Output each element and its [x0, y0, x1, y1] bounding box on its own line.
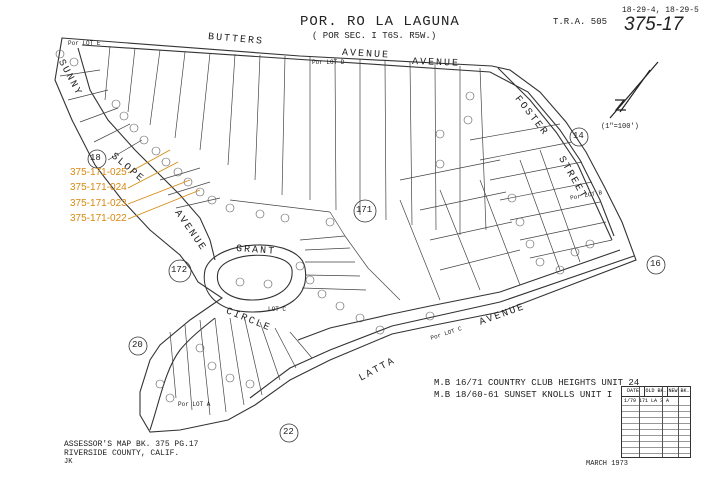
parcel-label-023: 375-171-023 [70, 198, 127, 209]
circled-number-172: 172 [171, 265, 188, 275]
lot-label-a: Por LOT A [178, 401, 211, 408]
street-avenue-east: AVENUE [411, 57, 461, 70]
revision-col-new: NEW BK. [668, 388, 690, 394]
circled-number-171: 171 [356, 205, 373, 215]
latta-avenue-south-line [249, 255, 635, 399]
revision-col-date: DATE [622, 387, 645, 396]
index-numbers: 18-29-4, 18-29-5 [622, 6, 699, 15]
subdivision-line-2: M.B 18/60-61 SUNSET KNOLLS UNIT I [434, 390, 613, 400]
map-title: POR. RO LA LAGUNA [300, 14, 460, 30]
footer-initials: JK [64, 458, 73, 466]
revision-table-header: DATE OLD BK. NEW BK. [622, 387, 690, 397]
parcel-label-024: 375-171-024 [70, 182, 127, 193]
north-arrow [609, 61, 659, 119]
parcel-leader-lines [127, 149, 201, 220]
revision-col-old: OLD BK. [645, 387, 668, 396]
circled-number-22: 22 [283, 427, 294, 437]
map-date: MARCH 1973 [586, 460, 629, 468]
butters-avenue-south-line [81, 44, 615, 237]
grant-circle-inner [216, 254, 293, 301]
scale-label: (1"=100') [601, 123, 639, 131]
footer-county: RIVERSIDE COUNTY, CALIF. [64, 449, 180, 458]
southwest-road [149, 317, 216, 431]
footer-assessor-map: ASSESSOR'S MAP BK. 375 PG.17 [64, 440, 199, 449]
foster-street-line [497, 67, 613, 241]
parcel-label-022: 375-171-022 [70, 213, 127, 224]
map-subtitle: ( POR SEC. I T6S. R5W.) [312, 31, 437, 41]
circled-number-20: 20 [132, 340, 143, 350]
book-page-number: 375-17 [624, 14, 684, 35]
subdivision-line-1: M.B 16/71 COUNTRY CLUB HEIGHTS UNIT 24 [434, 378, 640, 388]
lot-label-e: Por LOT E [68, 40, 101, 47]
parcel-label-025: 375-171-025 [70, 167, 127, 178]
revision-table-grid [622, 405, 690, 457]
grant-circle-outer [203, 244, 307, 313]
circled-number-16: 16 [650, 259, 661, 269]
map-outer-boundary [54, 37, 637, 433]
lot-label-c-circle: LOT C [268, 306, 287, 313]
tra-label: T.R.A. 505 [553, 17, 608, 27]
sunny-slope-avenue-east-line [77, 47, 216, 261]
lot-label-d: Por LOT D [312, 59, 345, 66]
circled-number-18: 18 [90, 153, 101, 163]
revision-table: DATE OLD BK. NEW BK. 1/79 171 LA 3 A [621, 386, 691, 458]
circled-number-14: 14 [573, 131, 584, 141]
